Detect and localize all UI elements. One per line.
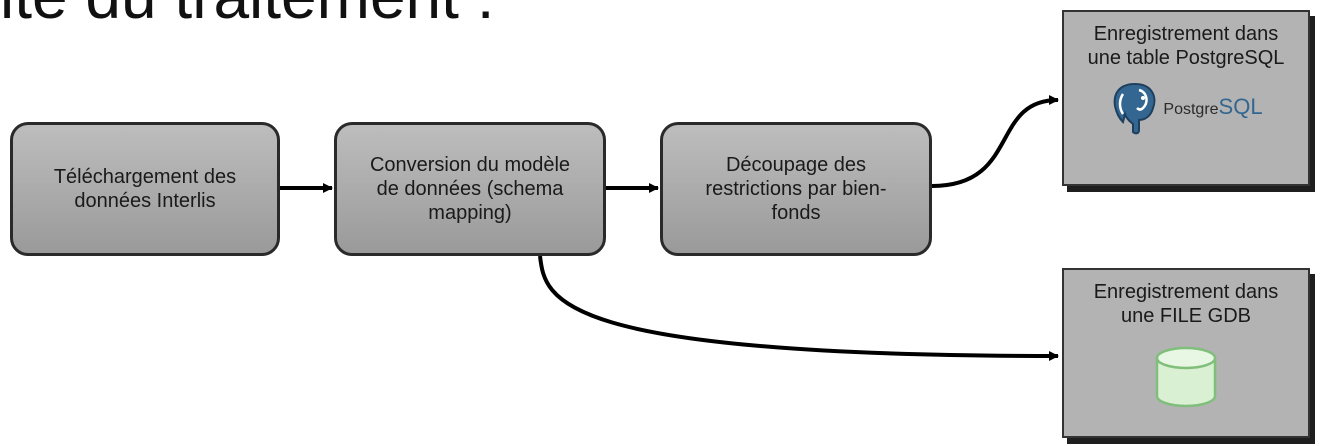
arrow-cutting-to-postgresql [931, 95, 1059, 188]
step-download-interlis: Téléchargement des données Interlis [10, 122, 280, 256]
step-cutting-label: Découpage des restrictions par bien- fon… [705, 154, 887, 224]
output-postgresql-label: Enregistrement dans une table PostgreSQL [1087, 23, 1285, 69]
step-conversion-schema-mapping: Conversion du modèle de données (schema … [334, 122, 606, 256]
page-title: ite du traitement : [0, 0, 494, 28]
output-file-gdb: Enregistrement dans une FILE GDB [1062, 268, 1310, 438]
postgresql-wordmark: PostgreSQL [1163, 93, 1263, 119]
step-download-interlis-label: Téléchargement des données Interlis [53, 166, 237, 212]
step-cutting-restrictions: Découpage des restrictions par bien- fon… [660, 122, 932, 256]
output-filegdb-label: Enregistrement dans une FILE GDB [1093, 281, 1279, 327]
postgresql-logo: PostgreSQL [1109, 80, 1263, 136]
step-conversion-label: Conversion du modèle de données (schema … [369, 154, 571, 224]
output-postgresql-table: Enregistrement dans une table PostgreSQL… [1062, 10, 1310, 186]
arrow-conversion-to-filegdb [538, 255, 1059, 361]
postgresql-elephant-icon [1114, 82, 1156, 135]
database-cylinder-icon [1155, 346, 1217, 408]
